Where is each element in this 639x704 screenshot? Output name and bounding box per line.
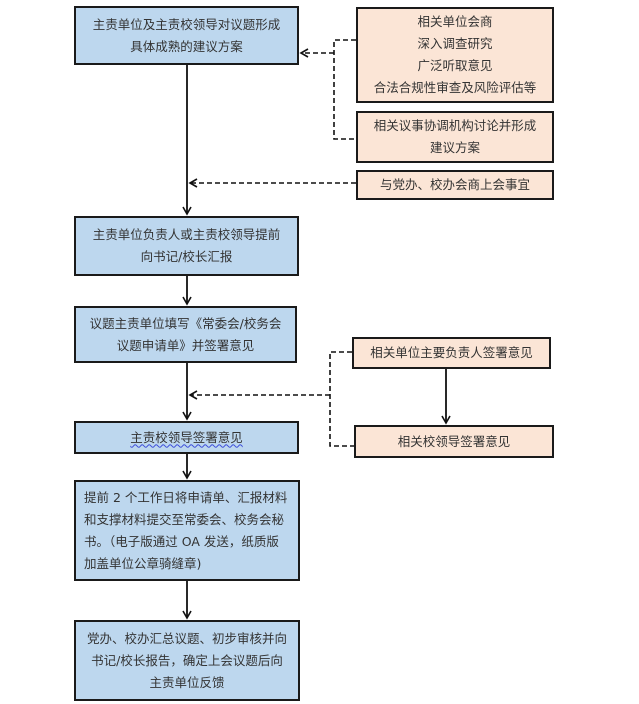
side-consultation-research: 相关单位会商 深入调查研究 广泛听取意见 合法合规性审查及风险评估等 <box>356 7 554 103</box>
step-fill-application: 议题主责单位填写《常委会/校务会 议题申请单》并签署意见 <box>74 306 297 363</box>
side-label: 相关单位会商 深入调查研究 广泛听取意见 合法合规性审查及风险评估等 <box>373 14 537 95</box>
step-review-and-feedback: 党办、校办汇总议题、初步审核并向 书记/校长报告，确定上会议题后向 主责单位反馈 <box>74 620 300 701</box>
side-label: 相关校领导签署意见 <box>397 433 511 449</box>
step-label: 主责校领导签署意见 <box>130 429 243 445</box>
step-proposal-formation: 主责单位及主责校领导对议题形成 具体成熟的建议方案 <box>74 6 299 65</box>
side-label: 与党办、校办会商上会事宜 <box>379 177 530 192</box>
side-coordination-body: 相关议事协调机构讨论并形成 建议方案 <box>356 111 554 163</box>
step-report-to-leaders: 主责单位负责人或主责校领导提前 向书记/校长汇报 <box>74 216 299 276</box>
step-label: 主责单位负责人或主责校领导提前 向书记/校长汇报 <box>92 227 281 264</box>
step-submit-materials: 提前 2 个工作日将申请单、汇报材料 和支撑材料提交至常委会、校务会秘 书。（电… <box>74 480 300 581</box>
dashed-bracket-side1-side2 <box>333 39 356 140</box>
step-label: 议题主责单位填写《常委会/校务会 议题申请单》并签署意见 <box>89 315 282 353</box>
step-label: 主责单位及主责校领导对议题形成 具体成熟的建议方案 <box>92 16 281 54</box>
side-label: 相关议事协调机构讨论并形成 建议方案 <box>373 118 537 155</box>
side-unit-head-sign: 相关单位主要负责人签署意见 <box>352 337 551 369</box>
side-consult-offices: 与党办、校办会商上会事宜 <box>356 170 554 200</box>
step-leader-sign: 主责校领导签署意见 <box>74 421 299 454</box>
side-label: 相关单位主要负责人签署意见 <box>370 345 533 360</box>
dashed-bracket-side4-side5 <box>329 351 354 447</box>
step-label: 党办、校办汇总议题、初步审核并向 书记/校长报告，确定上会议题后向 主责单位反馈 <box>86 630 287 690</box>
step-label: 提前 2 个工作日将申请单、汇报材料 和支撑材料提交至常委会、校务会秘 书。（电… <box>84 489 288 571</box>
side-related-leader-sign: 相关校领导签署意见 <box>354 425 554 458</box>
